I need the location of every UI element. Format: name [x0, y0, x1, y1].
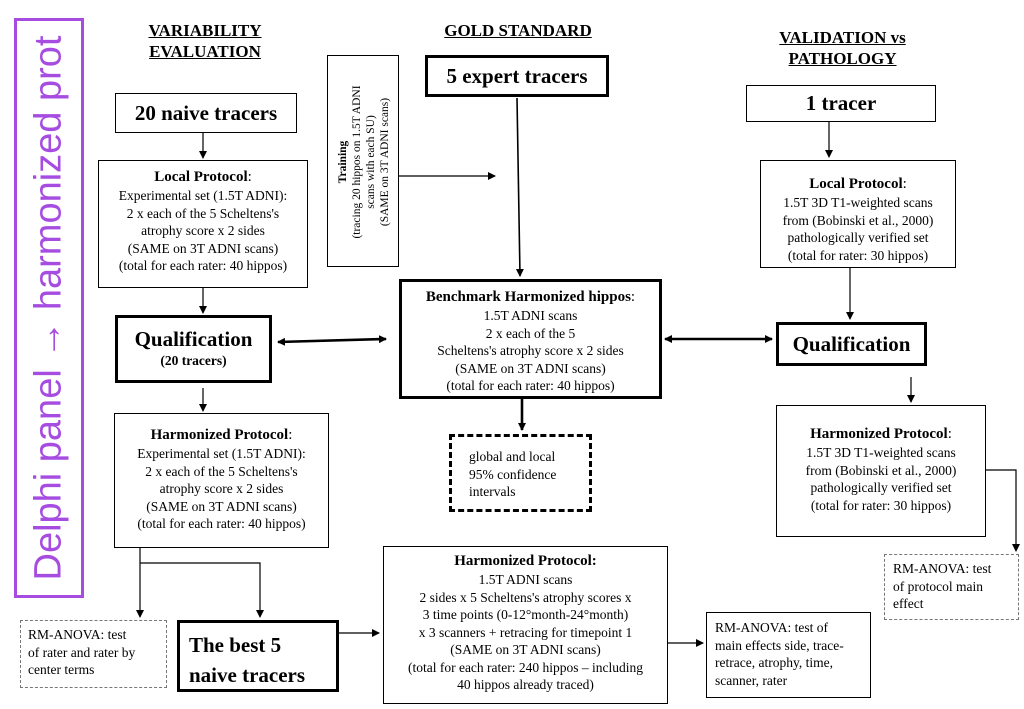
- one-tracer-label: 1 tracer: [805, 91, 877, 115]
- harmonized-protocol-center-line: x 3 scanners + retracing for timepoint 1: [418, 624, 633, 640]
- rm-anova-center-line: scanner, rater: [715, 672, 788, 688]
- training-box: Training (tracing 20 hippos on 1.5T ADNI…: [327, 55, 399, 267]
- best-five-tracers-box: The best 5 naive tracers: [177, 620, 339, 692]
- harmonized-protocol-center-line: 40 hippos already traced): [457, 677, 594, 692]
- harmonized-protocol-center-line: 3 time points (0-12°month-24°month): [422, 607, 629, 622]
- local-protocol-left-line: (SAME on 3T ADNI scans): [127, 240, 279, 256]
- naive-tracers-label: 20 naive tracers: [134, 101, 278, 125]
- local-protocol-left-line: (total for each rater: 40 hippos): [118, 258, 288, 273]
- header-gold-text: GOLD STANDARD: [444, 21, 592, 40]
- benchmark-line: (SAME on 3T ADNI scans): [455, 360, 606, 376]
- harmonized-protocol-right-title: Harmonized Protocol: [810, 426, 948, 442]
- header-validation-line1: VALIDATION vs: [779, 28, 906, 47]
- benchmark-line: Scheltens's atrophy score x 2 sides: [437, 343, 624, 358]
- header-validation-line2: PATHOLOGY: [788, 49, 897, 68]
- harmonized-protocol-left-line: Experimental set (1.5T ADNI):: [137, 446, 306, 461]
- header-variability-line1: VARIABILITY: [148, 21, 262, 40]
- best-five-tracers-line: naive tracers: [189, 663, 306, 687]
- arrow-hp-right-to-rm: [986, 469, 1020, 552]
- harmonized-protocol-right-line: (total for rater: 30 hippos): [810, 497, 952, 513]
- harmonized-protocol-center-line: (SAME on 3T ADNI scans): [450, 642, 601, 657]
- harmonized-protocol-center-line: 2 sides x 5 Scheltens's atrophy scores x: [419, 589, 632, 605]
- rm-anova-right-line: RM-ANOVA: test: [893, 561, 992, 576]
- one-tracer-box: 1 tracer: [746, 85, 936, 122]
- expert-tracers-label: 5 expert tracers: [446, 64, 588, 88]
- qualification-left-sub: (20 tracers): [160, 353, 227, 368]
- rm-anova-right-line: of protocol main: [893, 578, 983, 594]
- local-protocol-right-box: Local Protocol: 1.5T 3D T1-weighted scan…: [760, 160, 956, 268]
- harmonized-protocol-left-title: Harmonized Protocol: [150, 427, 289, 443]
- rm-anova-left-line: center terms: [28, 662, 95, 677]
- harmonized-protocol-center-box: Harmonized Protocol: 1.5T ADNI scans 2 s…: [383, 546, 668, 704]
- local-protocol-left-box: Local Protocol: Experimental set (1.5T A…: [98, 160, 308, 288]
- expert-tracers-box: 5 expert tracers: [425, 55, 609, 97]
- benchmark-line: (total for each rater: 40 hippos): [446, 378, 615, 393]
- harmonized-protocol-right-line: 1.5T 3D T1-weighted scans: [806, 445, 956, 460]
- local-protocol-left-line: atrophy score x 2 sides: [141, 223, 265, 238]
- local-protocol-right-line: (total for rater: 30 hippos): [787, 247, 929, 263]
- rm-anova-right-line: effect: [893, 596, 924, 611]
- rm-anova-left-box: RM-ANOVA: test of rater and rater by cen…: [20, 620, 167, 688]
- confidence-intervals-box: global and local 95% confidence interval…: [449, 434, 592, 512]
- harmonized-protocol-center-title: Harmonized Protocol:: [454, 553, 597, 569]
- local-protocol-right-line: 1.5T 3D T1-weighted scans: [783, 195, 933, 210]
- harmonized-protocol-right-line: from (Bobinski et al., 2000): [805, 462, 957, 478]
- naive-tracers-box: 20 naive tracers: [115, 93, 297, 133]
- harmonized-protocol-left-line: (total for each rater: 40 hippos): [137, 516, 306, 531]
- rm-anova-center-line: main effects side, trace-: [715, 637, 844, 653]
- best-five-tracers-line: The best 5: [189, 633, 282, 657]
- rm-anova-center-line: RM-ANOVA: test of: [715, 620, 829, 635]
- harmonized-protocol-right-line: pathologically verified set: [810, 480, 952, 495]
- header-gold: GOLD STANDARD: [408, 20, 628, 41]
- arrow-hp-to-best5: [140, 562, 264, 618]
- header-variability-line2: EVALUATION: [149, 42, 261, 61]
- qualification-left-box: Qualification (20 tracers): [115, 315, 272, 383]
- confidence-intervals-line: intervals: [469, 484, 516, 499]
- rm-anova-right-box: RM-ANOVA: test of protocol main effect: [884, 554, 1019, 620]
- confidence-intervals-line: global and local: [469, 449, 556, 464]
- local-protocol-left-line: 2 x each of the 5 Scheltens's: [126, 205, 280, 221]
- arrow-qual-left-benchmark: [277, 335, 387, 346]
- benchmark-line: 1.5T ADNI scans: [483, 308, 578, 323]
- rm-anova-center-line: retrace, atrophy, time,: [715, 655, 833, 670]
- local-protocol-left-title: Local Protocol: [154, 169, 248, 185]
- header-variability: VARIABILITY EVALUATION: [115, 20, 295, 62]
- confidence-intervals-line: 95% confidence: [469, 466, 557, 482]
- side-label-box: Delphi panel → harmonized prot: [14, 18, 84, 598]
- local-protocol-right-title: Local Protocol: [809, 176, 903, 192]
- local-protocol-right-line: pathologically verified set: [787, 230, 929, 245]
- harmonized-protocol-center-line: 1.5T ADNI scans: [478, 572, 573, 587]
- rm-anova-left-line: of rater and rater by: [28, 644, 136, 660]
- qualification-right-title: Qualification: [792, 332, 911, 356]
- harmonized-protocol-center-line: (total for each rater: 240 hippos – incl…: [407, 659, 644, 675]
- harmonized-protocol-left-box: Harmonized Protocol: Experimental set (1…: [114, 413, 329, 548]
- header-validation: VALIDATION vs PATHOLOGY: [740, 27, 945, 69]
- harmonized-protocol-left-line: 2 x each of the 5 Scheltens's: [145, 463, 298, 479]
- arrow-expert-to-benchmark: [515, 97, 524, 277]
- local-protocol-right-line: from (Bobinski et al., 2000): [782, 212, 934, 228]
- harmonized-protocol-left-line: atrophy score x 2 sides: [159, 481, 284, 496]
- benchmark-line: 2 x each of the 5: [485, 325, 576, 341]
- harmonized-protocol-left-line: (SAME on 3T ADNI scans): [146, 498, 297, 514]
- harmonized-protocol-right-box: Harmonized Protocol: 1.5T 3D T1-weighted…: [776, 405, 986, 537]
- benchmark-title: Benchmark Harmonized hippos: [425, 289, 631, 305]
- rm-anova-left-line: RM-ANOVA: test: [28, 627, 127, 642]
- benchmark-box: Benchmark Harmonized hippos: 1.5T ADNI s…: [399, 279, 662, 399]
- rm-anova-center-box: RM-ANOVA: test of main effects side, tra…: [706, 612, 871, 698]
- qualification-left-title: Qualification: [134, 327, 253, 351]
- qualification-right-box: Qualification: [776, 322, 927, 366]
- local-protocol-left-line: Experimental set (1.5T ADNI):: [118, 188, 288, 203]
